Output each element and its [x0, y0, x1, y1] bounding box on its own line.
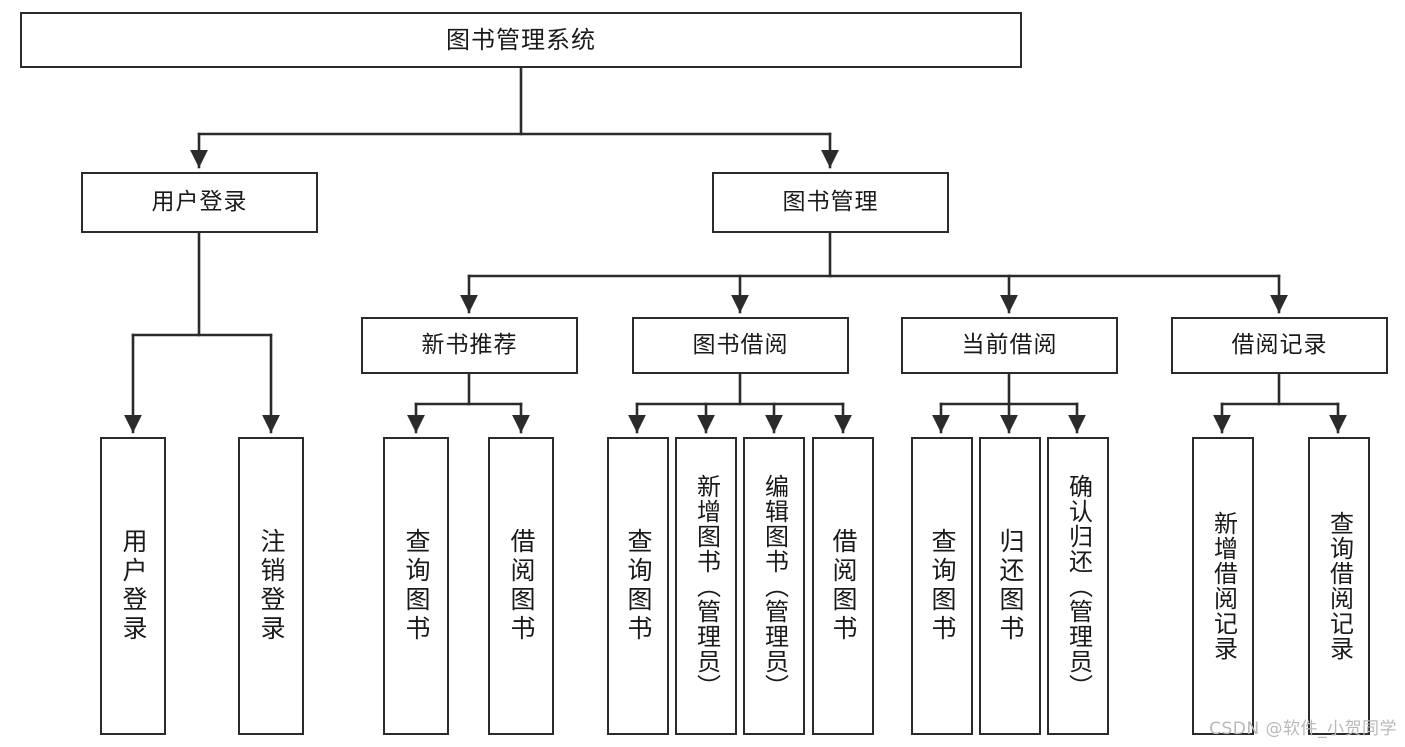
node-leaf-return-book[interactable]: 归还图书 [979, 437, 1041, 735]
node-leaf-user-logout[interactable]: 注销登录 [238, 437, 304, 735]
node-leaf-query-book-1[interactable]: 查询图书 [383, 437, 449, 735]
node-book-borrow[interactable]: 图书借阅 [632, 317, 849, 374]
node-borrow-record[interactable]: 借阅记录 [1171, 317, 1388, 374]
node-leaf-add-book-label: 新增图书（管理员） [692, 473, 721, 699]
node-leaf-add-record-label: 新增借阅记录 [1209, 511, 1238, 661]
node-leaf-confirm-return[interactable]: 确认归还（管理员） [1047, 437, 1109, 735]
node-leaf-query-book-3[interactable]: 查询图书 [911, 437, 973, 735]
node-book-manage-label: 图书管理 [782, 189, 879, 215]
node-new-book-recommend-label: 新书推荐 [421, 332, 518, 358]
node-new-book-recommend[interactable]: 新书推荐 [361, 317, 578, 374]
node-leaf-borrow-book-2-label: 借阅图书 [829, 528, 858, 644]
node-borrow-record-label: 借阅记录 [1231, 332, 1328, 358]
node-leaf-return-book-label: 归还图书 [996, 528, 1025, 644]
csdn-watermark: CSDN @软件_小贺同学 [1209, 719, 1397, 739]
node-leaf-borrow-book-1[interactable]: 借阅图书 [488, 437, 554, 735]
node-leaf-add-record[interactable]: 新增借阅记录 [1192, 437, 1254, 735]
node-leaf-add-book[interactable]: 新增图书（管理员） [675, 437, 737, 735]
node-leaf-borrow-book-1-label: 借阅图书 [507, 528, 536, 644]
node-leaf-query-book-3-label: 查询图书 [928, 528, 957, 644]
node-user-login-label: 用户登录 [151, 189, 248, 215]
node-leaf-edit-book[interactable]: 编辑图书（管理员） [743, 437, 805, 735]
node-leaf-confirm-return-label: 确认归还（管理员） [1064, 473, 1093, 699]
node-book-manage[interactable]: 图书管理 [712, 172, 949, 233]
node-leaf-user-login[interactable]: 用户登录 [100, 437, 166, 735]
node-root[interactable]: 图书管理系统 [20, 12, 1022, 68]
node-user-login[interactable]: 用户登录 [81, 172, 318, 233]
node-book-borrow-label: 图书借阅 [692, 332, 789, 358]
node-leaf-borrow-book-2[interactable]: 借阅图书 [812, 437, 874, 735]
node-root-label: 图书管理系统 [446, 26, 596, 54]
node-leaf-query-book-2-label: 查询图书 [624, 528, 653, 644]
node-leaf-query-book-2[interactable]: 查询图书 [607, 437, 669, 735]
node-leaf-query-record[interactable]: 查询借阅记录 [1308, 437, 1370, 735]
node-leaf-query-book-1-label: 查询图书 [402, 528, 431, 644]
node-leaf-user-logout-label: 注销登录 [257, 528, 286, 644]
node-leaf-user-login-label: 用户登录 [119, 528, 148, 644]
node-leaf-edit-book-label: 编辑图书（管理员） [760, 473, 789, 699]
node-current-borrow[interactable]: 当前借阅 [901, 317, 1118, 374]
node-leaf-query-record-label: 查询借阅记录 [1325, 511, 1354, 661]
node-current-borrow-label: 当前借阅 [961, 332, 1058, 358]
